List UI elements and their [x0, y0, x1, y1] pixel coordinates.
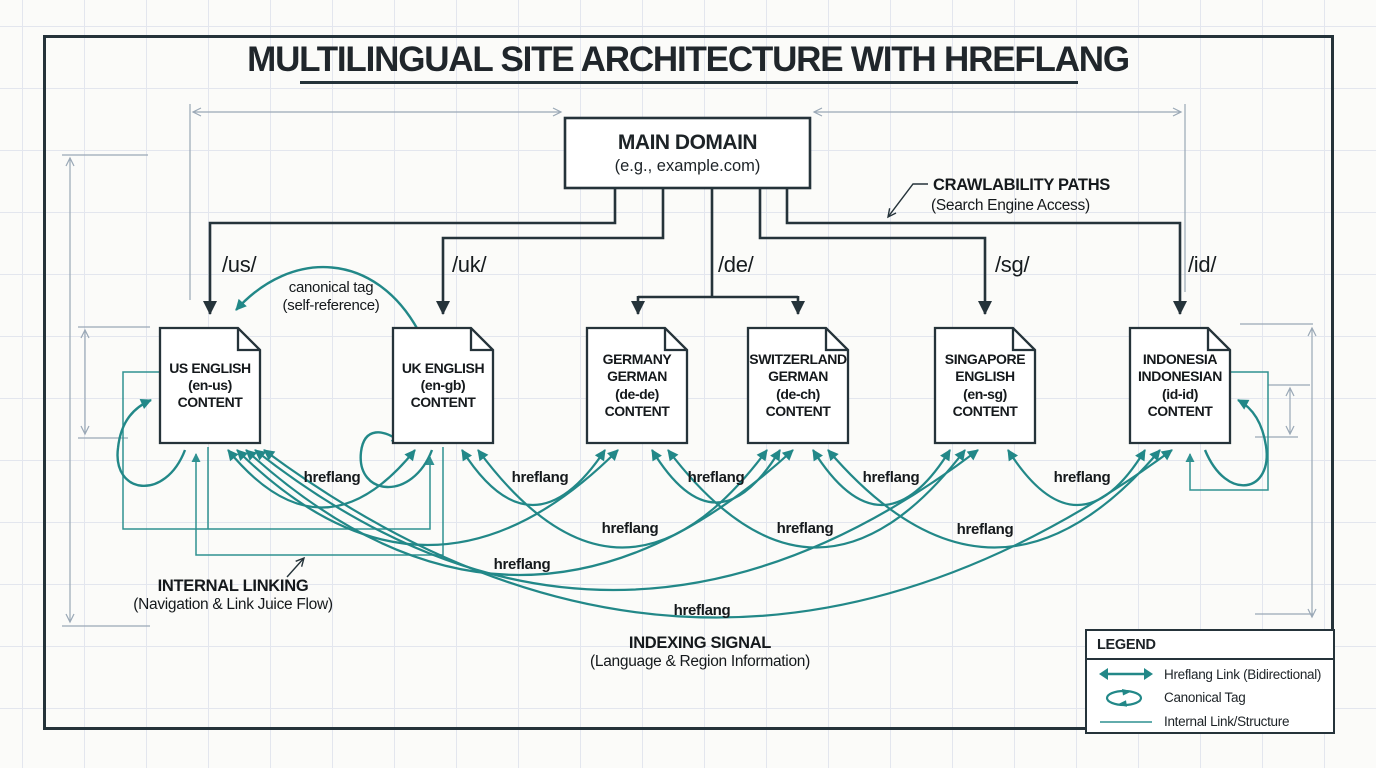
hreflang-label: hreflang	[687, 469, 745, 486]
legend-item-internal: Internal Link/Structure	[1097, 714, 1327, 729]
hreflang-label: hreflang	[511, 469, 569, 486]
legend-item-hreflang: Hreflang Link (Bidirectional)	[1097, 667, 1327, 682]
path-label-de: /de/	[718, 252, 754, 277]
hreflang-label: hreflang	[862, 469, 920, 486]
legend-item-canonical: Canonical Tag	[1097, 688, 1327, 707]
annotation-pointers	[286, 183, 928, 578]
page-label-line: GERMANY	[602, 351, 672, 368]
page-label-ch: SWITZERLAND GERMAN (de-ch) CONTENT	[748, 328, 848, 443]
page-label-line: (en-sg)	[963, 385, 1007, 402]
internal-link-lines	[122, 371, 1269, 556]
page-label-line: GERMAN	[768, 368, 828, 385]
canonical-arcs	[116, 265, 1268, 489]
page-label-sg: SINGAPORE ENGLISH (en-sg) CONTENT	[935, 328, 1035, 443]
hreflang-label: hreflang	[1053, 469, 1111, 486]
hreflang-label: hreflang	[303, 469, 361, 486]
page-label-line: ENGLISH	[955, 368, 1015, 385]
legend: LEGEND Hreflang Link (Bidirectional)	[1085, 629, 1335, 734]
internal-line-icon	[1097, 719, 1155, 725]
internal-linking-sublabel: (Navigation & Link Juice Flow)	[133, 596, 333, 613]
internal-linking-label: INTERNAL LINKING	[157, 577, 309, 595]
legend-item-label: Internal Link/Structure	[1164, 714, 1290, 730]
page-label-line: UK ENGLISH	[401, 359, 485, 376]
crawl-paths-lines	[203, 188, 1187, 315]
page-label-line: (id-id)	[1161, 385, 1199, 402]
path-label-us: /us/	[222, 252, 257, 277]
indexing-signal-sublabel: (Language & Region Information)	[590, 653, 810, 670]
legend-item-label: Hreflang Link (Bidirectional)	[1164, 666, 1322, 682]
path-label-uk: /uk/	[452, 252, 487, 277]
hreflang-label: hreflang	[776, 520, 834, 537]
main-domain-label: MAIN DOMAIN (e.g., example.com)	[565, 118, 810, 188]
page-label-line: SINGAPORE	[944, 351, 1026, 368]
hreflang-label: hreflang	[601, 520, 659, 537]
canonical-label: canonical tag	[288, 279, 374, 296]
page-label-line: CONTENT	[765, 402, 831, 419]
page-label-line: (en-us)	[188, 376, 232, 393]
path-label-sg: /sg/	[995, 252, 1030, 277]
page-label-line: (de-de)	[615, 385, 659, 402]
page-title: MULTILINGUAL SITE ARCHITECTURE WITH HREF…	[247, 40, 1130, 79]
page-box-sg	[933, 326, 1037, 445]
page-box-ch	[746, 326, 850, 445]
page-label-id: INDONESIA INDONESIAN (id-id) CONTENT	[1130, 328, 1230, 443]
indexing-signal-label: INDEXING SIGNAL	[628, 634, 772, 652]
title-underline	[300, 81, 1078, 84]
page-label-line: CONTENT	[1147, 402, 1213, 419]
page-box-id	[1128, 326, 1232, 445]
legend-item-label: Canonical Tag	[1164, 690, 1246, 706]
hreflang-arcs	[227, 449, 1173, 619]
page-label-line: GERMAN	[607, 368, 667, 385]
page-label-line: (en-gb)	[420, 376, 466, 393]
page-label-line: CONTENT	[604, 402, 670, 419]
crawlability-sublabel: (Search Engine Access)	[931, 197, 1090, 214]
main-domain-name: MAIN DOMAIN	[617, 130, 758, 154]
page-label-line: CONTENT	[952, 402, 1018, 419]
page-label-line: SWITZERLAND	[749, 351, 847, 368]
page-label-line: INDONESIAN	[1138, 368, 1222, 385]
page-label-line: CONTENT	[410, 394, 476, 411]
page-box-us	[158, 326, 262, 445]
hreflang-label: hreflang	[493, 556, 551, 573]
page-boxes	[158, 326, 1232, 445]
page-label-us: US ENGLISH (en-us) CONTENT	[160, 328, 260, 443]
hreflang-label: hreflang	[673, 602, 731, 619]
page-box-uk	[391, 326, 495, 445]
bidirectional-arrow-icon	[1097, 667, 1155, 681]
page-box-de	[585, 326, 689, 445]
page-label-line: CONTENT	[177, 394, 243, 411]
page-label-de: GERMANY GERMAN (de-de) CONTENT	[587, 328, 687, 443]
canonical-loop-icon	[1097, 688, 1155, 707]
page-label-line: INDONESIA	[1142, 351, 1218, 368]
hreflang-label: hreflang	[956, 521, 1014, 538]
canonical-sublabel: (self-reference)	[282, 297, 380, 314]
page-label-line: (de-ch)	[776, 385, 820, 402]
diagram-frame	[43, 35, 1334, 730]
crawlability-label: CRAWLABILITY PATHS	[933, 176, 1111, 194]
page-label-uk: UK ENGLISH (en-gb) CONTENT	[393, 328, 493, 443]
main-domain-example: (e.g., example.com)	[614, 156, 761, 175]
page-label-line: US ENGLISH	[169, 359, 251, 376]
main-domain-box	[563, 116, 812, 190]
path-label-id: /id/	[1188, 252, 1217, 277]
legend-title: LEGEND	[1087, 631, 1333, 660]
